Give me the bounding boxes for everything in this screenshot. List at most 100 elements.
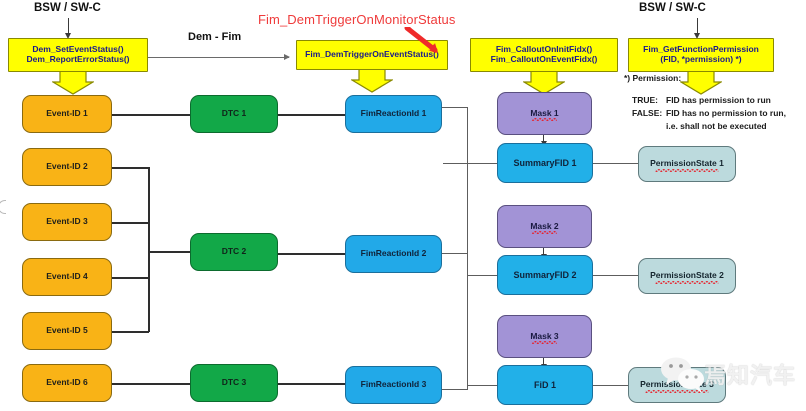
permission-state-box[interactable]: PermissionState 1 bbox=[638, 146, 736, 182]
block-arrow-dem-to-events bbox=[52, 71, 94, 95]
event-id-label: Event-ID 5 bbox=[46, 325, 88, 336]
api-line: Fim_DemTriggerOnEventStatus() bbox=[305, 49, 439, 60]
permission-note-star: *) Permission: bbox=[624, 73, 682, 83]
event-id-label: Event-ID 2 bbox=[46, 161, 88, 172]
event-id-label: Event-ID 6 bbox=[46, 377, 88, 388]
watermark-text: 焉知汽车 bbox=[704, 364, 797, 389]
link-bus-dtc2 bbox=[148, 251, 190, 253]
api-line: (FID, *permission) *) bbox=[660, 54, 742, 64]
summary-fid-box[interactable]: FiD 1 bbox=[497, 365, 593, 405]
link-event4-bus bbox=[112, 277, 149, 279]
fim-reaction-box[interactable]: FimReactionId 3 bbox=[345, 366, 442, 404]
fim-reaction-label: FimReactionId 2 bbox=[360, 248, 427, 259]
link-dtc1-reaction1 bbox=[278, 114, 345, 116]
mask-label: Mask 2 bbox=[530, 220, 559, 231]
link-event2-bus bbox=[112, 167, 149, 169]
link-event6-dtc3 bbox=[112, 383, 190, 385]
event-id-box[interactable]: Event-ID 1 bbox=[22, 95, 112, 133]
link-event3-bus bbox=[112, 222, 149, 224]
fid-bus-vertical bbox=[467, 107, 468, 390]
fim-reaction-box[interactable]: FimReactionId 1 bbox=[345, 95, 442, 133]
annotation-red-label: Fim_DemTriggerOnMonitorStatus bbox=[258, 12, 456, 27]
arrow-left-bsw-to-dem bbox=[64, 18, 72, 39]
mask-box[interactable]: Mask 1 bbox=[497, 92, 592, 135]
api-line: Dem_SetEventStatus() bbox=[32, 44, 124, 55]
permission-state-label: PermissionState 3 bbox=[640, 379, 714, 390]
permission-note-text: FID has permission to run bbox=[666, 95, 771, 105]
block-arrow-getperm-to-note bbox=[680, 71, 722, 95]
api-line: Fim_GetFunctionPermission bbox=[643, 44, 759, 55]
api-box-fim-getpermission[interactable]: Fim_GetFunctionPermission (FID, *permiss… bbox=[628, 38, 774, 72]
header-right-bsw-swc: BSW / SW-C bbox=[639, 2, 706, 14]
block-arrow-callout-to-masks bbox=[523, 71, 565, 95]
link-event1-dtc1 bbox=[112, 114, 190, 116]
permission-note-key: FALSE: bbox=[632, 107, 663, 118]
permission-note-row: FALSE: FID has no permission to run, bbox=[632, 107, 786, 120]
event-id-box[interactable]: Event-ID 5 bbox=[22, 312, 112, 350]
mask-label: Mask 1 bbox=[530, 107, 559, 118]
api-box-fim-callout[interactable]: Fim_CalloutOnInitFidx() Fim_CalloutOnEve… bbox=[470, 38, 618, 72]
mask-box[interactable]: Mask 3 bbox=[497, 315, 592, 358]
arrow-mask3-fid1 bbox=[540, 357, 548, 369]
fim-reaction-box[interactable]: FimReactionId 2 bbox=[345, 235, 442, 273]
event-id-label: Event-ID 4 bbox=[46, 271, 88, 282]
fim-reaction-label: FimReactionId 1 bbox=[360, 108, 427, 119]
event-id-label: Event-ID 3 bbox=[46, 216, 88, 227]
api-box-fim-trigger[interactable]: Fim_DemTriggerOnEventStatus() bbox=[296, 40, 448, 70]
dtc-box[interactable]: DTC 1 bbox=[190, 95, 278, 133]
link-summaryfid1-permstate1 bbox=[593, 163, 638, 164]
permission-note-row: i.e. shall not be executed bbox=[632, 120, 786, 133]
event-id-box[interactable]: Event-ID 2 bbox=[22, 148, 112, 186]
fim-reaction-label: FimReactionId 3 bbox=[360, 379, 427, 390]
dtc-label: DTC 3 bbox=[221, 377, 247, 388]
link-reaction3-bus bbox=[442, 389, 468, 390]
event-id-box[interactable]: Event-ID 6 bbox=[22, 364, 112, 402]
link-dtc2-reaction2 bbox=[278, 253, 345, 255]
label-dem-fim: Dem - Fim bbox=[188, 31, 242, 43]
arrow-right-bsw-to-getperm bbox=[693, 18, 701, 39]
link-fid1-permstate3 bbox=[593, 385, 628, 386]
link-bus-summaryfid2 bbox=[467, 275, 497, 276]
dtc-box[interactable]: DTC 2 bbox=[190, 233, 278, 271]
block-arrow-fim-to-reactions bbox=[351, 69, 393, 93]
api-line: Fim_CalloutOnEventFidx() bbox=[490, 54, 598, 64]
event-id-label: Event-ID 1 bbox=[46, 108, 88, 119]
summary-fid-label: FiD 1 bbox=[533, 379, 556, 390]
summary-fid-label: SummaryFID 1 bbox=[513, 157, 577, 168]
annotation-red-arrow-icon bbox=[404, 25, 448, 58]
api-line: Fim_CalloutOnInitFidx() bbox=[495, 44, 593, 55]
event-id-box[interactable]: Event-ID 4 bbox=[22, 258, 112, 296]
mask-label: Mask 3 bbox=[530, 330, 559, 341]
permission-note-key: TRUE: bbox=[632, 95, 658, 105]
arrow-dem-to-fim bbox=[148, 54, 290, 60]
event-id-box[interactable]: Event-ID 3 bbox=[22, 203, 112, 241]
dtc-label: DTC 2 bbox=[221, 246, 247, 257]
link-dtc3-reaction3 bbox=[278, 383, 345, 385]
permission-note-row: TRUE: FID has permission to run bbox=[632, 94, 786, 107]
link-summaryfid2-permstate2 bbox=[593, 275, 638, 276]
permission-state-label: PermissionState 2 bbox=[650, 270, 724, 281]
permission-note: TRUE: FID has permission to run FALSE: F… bbox=[632, 94, 786, 132]
summary-fid-box[interactable]: SummaryFID 1 bbox=[497, 143, 593, 183]
permission-state-label: PermissionState 1 bbox=[650, 158, 724, 169]
link-reaction1-bus bbox=[442, 107, 468, 108]
summary-fid-box[interactable]: SummaryFID 2 bbox=[497, 255, 593, 295]
permission-state-box[interactable]: PermissionState 2 bbox=[638, 258, 736, 294]
dtc-label: DTC 1 bbox=[221, 108, 247, 119]
dtc-box[interactable]: DTC 3 bbox=[190, 364, 278, 402]
summary-fid-label: SummaryFID 2 bbox=[513, 269, 577, 280]
arrow-mask2-summaryfid2 bbox=[540, 247, 548, 259]
link-bus-fid1 bbox=[467, 385, 497, 386]
event-bus-vertical bbox=[148, 167, 150, 332]
link-bus-summaryfid1 bbox=[443, 163, 497, 164]
link-event5-bus bbox=[112, 331, 149, 333]
header-left-bsw-swc: BSW / SW-C bbox=[34, 2, 101, 14]
permission-note-text: FID has no permission to run, bbox=[666, 107, 786, 118]
link-reaction2-bus bbox=[442, 253, 468, 254]
api-box-dem[interactable]: Dem_SetEventStatus() Dem_ReportErrorStat… bbox=[8, 38, 148, 72]
arrow-mask1-summaryfid1 bbox=[540, 134, 548, 146]
mask-box[interactable]: Mask 2 bbox=[497, 205, 592, 248]
api-line: Dem_ReportErrorStatus() bbox=[26, 54, 130, 64]
permission-note-text: i.e. shall not be executed bbox=[666, 120, 767, 131]
